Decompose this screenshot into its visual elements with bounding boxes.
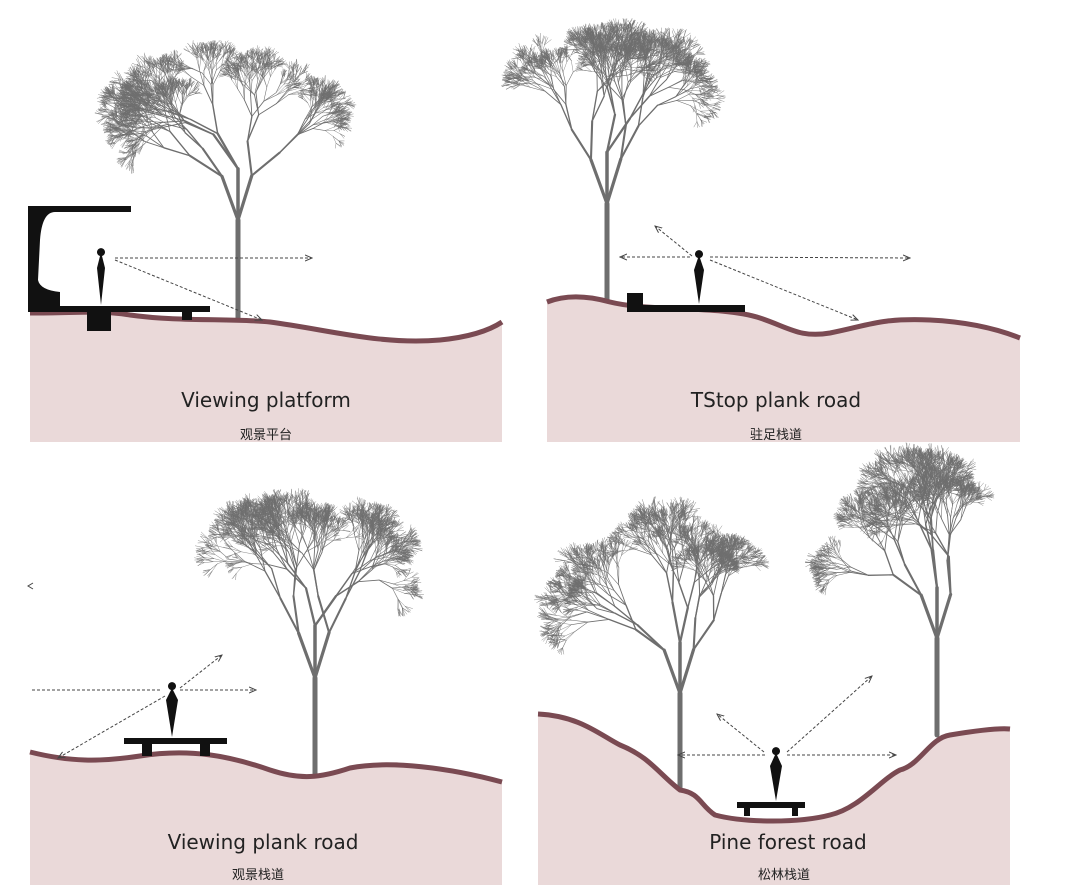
sight-line [114,259,262,320]
plank-deck [737,802,805,808]
arrow-mark [27,582,34,590]
ground [30,312,502,442]
sight-line [709,259,858,320]
bench [627,293,643,305]
sight-line [717,714,765,753]
sight-line [179,655,222,689]
panel-title: Pine forest road [552,830,1024,854]
trees [94,18,995,793]
ground-line [537,711,1011,824]
sight-line [786,676,872,753]
tree-icon [194,488,424,781]
sight-line [655,226,693,257]
ground [538,714,1010,885]
canopy-structure [28,206,131,307]
panel-subtitle: 驻足栈道 [540,424,1012,443]
person-icon [770,747,782,801]
plank-leg [744,808,750,816]
ground-line [29,749,503,785]
sight-line [709,257,910,258]
plank-leg [792,808,798,816]
ground [547,296,1020,442]
panel-title: Viewing platform [30,388,502,412]
platform-deck [28,306,210,312]
platform-support [87,312,111,331]
person-icon [96,248,105,305]
panel-title: TStop plank road [540,388,1012,412]
panel-viewing-plank-road [27,582,503,885]
panel-subtitle: 观景栈道 [22,864,494,883]
platform-leg [182,312,192,320]
tree-icon [94,40,357,321]
ground [30,752,502,885]
tree-icon [501,18,726,305]
panel-viewing-platform [28,206,504,442]
plank-leg [200,744,210,756]
ground-line [546,294,1021,341]
plank-leg [142,744,152,756]
plank-deck [627,305,745,312]
panel-subtitle: 松林栈道 [548,864,1020,883]
sight-line [58,695,166,758]
plank-deck [124,738,227,744]
panel-subtitle: 观景平台 [30,424,502,443]
person-icon [166,682,178,737]
tree-icon [534,496,770,793]
person-icon [694,250,704,304]
tree-icon [805,442,995,738]
panel-title: Viewing plank road [27,830,499,854]
panel-stop-plank-road [546,226,1021,442]
panel-pine-forest-road [537,676,1011,885]
